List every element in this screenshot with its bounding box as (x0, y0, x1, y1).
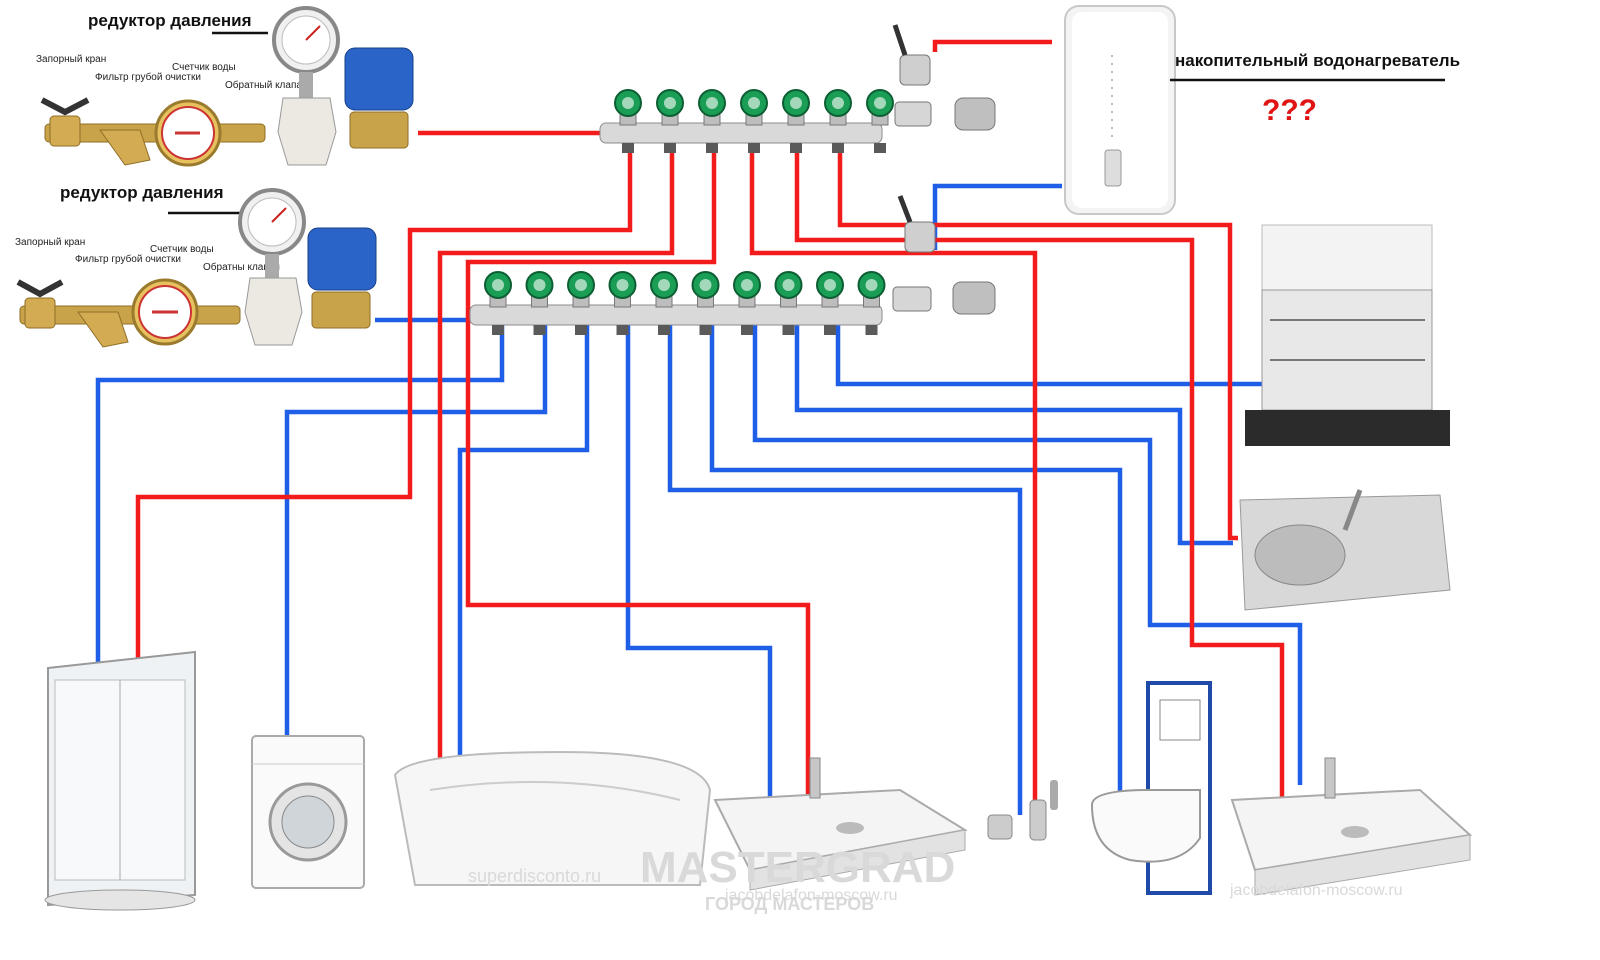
cold-manifold-outlet-valve-icon (816, 271, 844, 335)
bottom-water-meter-icon (131, 278, 199, 346)
cold-manifold-outlet-valve-icon (567, 271, 595, 335)
bottom-filter-icon (77, 311, 129, 348)
top-water-meter-icon (154, 99, 222, 167)
bottom-reducer-title: редуктор давления (60, 183, 224, 202)
hot-manifold-outlet-valve-icon (656, 89, 684, 153)
heater-title: накопительный водонагреватель (1175, 51, 1460, 70)
bottom-label-filter: Фильтр грубой очистки (75, 253, 181, 265)
bottom-motorized-valve-icon (307, 227, 377, 329)
cold-pipe-basin-1 (625, 325, 773, 805)
watermark-site-2: jacobdelafon-moscow.ru (724, 887, 898, 904)
top-motorized-valve-icon (344, 47, 414, 149)
top-pressure-gauge-icon (272, 6, 340, 98)
hot-pipe-shower (135, 145, 633, 662)
hot-pipe-bathtub (437, 145, 675, 775)
bottom-label-shutoff: Запорный кран (15, 237, 85, 248)
bottom-inlet-assembly: редуктор давления Запорный кран Фильтр г… (15, 183, 377, 348)
hot-pipe-kitchen-sink (837, 145, 1238, 541)
cold-manifold-outlet-valve-icon (857, 271, 886, 335)
kitchen-sink-icon (1239, 489, 1451, 611)
hot-manifold-outlet-valve-icon (614, 89, 642, 153)
top-pressure-reducer-icon (277, 97, 337, 166)
top-label-shutoff: Запорный кран (36, 54, 106, 65)
bottom-label-meter: Счетчик воды (150, 244, 214, 255)
hot-pipe-heater-outlet (932, 39, 1052, 52)
cold-pipe-shower (95, 325, 505, 662)
hot-water-pipes (135, 39, 1285, 815)
heater-cold-ball-valve-icon (892, 195, 996, 315)
top-filter-icon (99, 129, 151, 166)
cold-pipe-kitchen-sink (794, 325, 1233, 546)
shower-cabin-icon (44, 650, 196, 911)
bathtub-icon (393, 750, 712, 886)
cold-pipe-washer (284, 325, 548, 736)
watermark-site-3: jacobdelafon-moscow.ru (1229, 882, 1403, 899)
heater-hot-ball-valve-icon (892, 24, 996, 131)
heater-question: ??? (1262, 94, 1317, 127)
hot-pipe-hygienic (749, 145, 1038, 815)
bottom-label-check: Обратны клапан (203, 261, 280, 273)
hot-manifold-body (599, 122, 883, 144)
bottom-shutoff-valve-icon (16, 279, 64, 329)
cold-manifold-body (469, 304, 883, 326)
cold-pipe-dishwasher (835, 325, 1285, 387)
watermark-brand: MASTERGRAD (640, 843, 955, 892)
top-inlet-assembly: редуктор давления Запорный кран Фильтр г… (36, 6, 414, 167)
top-reducer-title: редуктор давления (88, 11, 252, 30)
cold-pipe-toilet (709, 325, 1123, 815)
cold-water-manifold (469, 271, 886, 335)
hot-manifold-outlet-valve-icon (824, 89, 852, 153)
top-label-meter: Счетчик воды (172, 62, 236, 73)
cold-pipe-basin-2 (752, 325, 1303, 785)
bottom-pressure-gauge-icon (238, 188, 306, 278)
hot-manifold-outlet-valve-icon (866, 89, 894, 153)
bottom-pressure-reducer-icon (244, 277, 303, 346)
top-label-filter: Фильтр грубой очистки (95, 71, 201, 83)
hot-water-manifold (599, 89, 894, 153)
cold-manifold-outlet-valve-icon (733, 271, 761, 335)
hot-manifold-outlet-valve-icon (698, 89, 726, 153)
hot-pipe-basin-2 (794, 145, 1285, 805)
top-shutoff-valve-icon (40, 97, 90, 147)
cold-manifold-outlet-valve-icon (608, 271, 637, 335)
cold-pipe-bathtub (457, 325, 590, 760)
washing-machine-icon (251, 735, 365, 889)
watermark-brand-sub: ГОРОД МАСТЕРОВ (705, 894, 874, 914)
hot-manifold-outlet-valve-icon (740, 89, 768, 153)
hygienic-shower-icon (987, 780, 1058, 841)
hot-pipe-basin-1 (465, 145, 811, 805)
cold-manifold-outlet-valve-icon (650, 271, 678, 335)
dishwasher-icon (1245, 224, 1450, 446)
washbasin-2-icon (1230, 757, 1473, 896)
top-label-check: Обратный клапан (225, 79, 307, 91)
cold-pipe-hygienic (667, 325, 1023, 815)
washbasin-1-icon (713, 757, 968, 891)
watermark-site-1: superdisconto.ru (468, 866, 601, 886)
hot-manifold-outlet-valve-icon (782, 89, 810, 153)
cold-manifold-outlet-valve-icon (691, 271, 720, 335)
water-heater-icon (1064, 5, 1176, 215)
cold-manifold-outlet-valve-icon (525, 271, 554, 335)
cold-manifold-outlet-valve-icon (484, 271, 512, 335)
cold-manifold-outlet-valve-icon (774, 271, 803, 335)
wall-toilet-icon (1090, 681, 1212, 895)
